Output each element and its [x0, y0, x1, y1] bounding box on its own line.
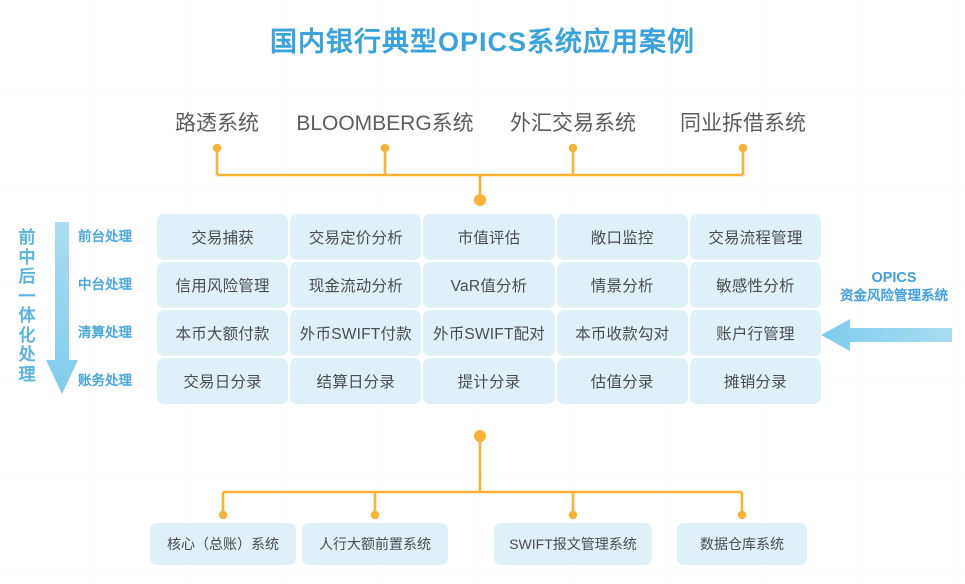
module-cell[interactable]: 本币收款勾对 [556, 310, 688, 356]
module-cell[interactable]: VaR值分析 [423, 262, 555, 308]
module-cell[interactable]: 情景分析 [556, 262, 688, 308]
vertical-char-6: 化 [18, 325, 36, 345]
grid-row-front-office: 交易捕获 交易定价分析 市值评估 敞口监控 交易流程管理 [157, 214, 822, 260]
bottom-system-box[interactable]: 核心（总账）系统 [150, 523, 296, 565]
bottom-system-box[interactable]: 数据仓库系统 [677, 523, 807, 565]
module-cell[interactable]: 估值分录 [556, 358, 688, 404]
down-arrow-icon [46, 222, 78, 394]
row-labels: 前台处理 中台处理 清算处理 账务处理 [78, 214, 150, 406]
module-cell[interactable]: 摊销分录 [689, 358, 822, 404]
row-label-front-office: 前台处理 [78, 229, 132, 244]
module-cell[interactable]: 交易流程管理 [689, 214, 822, 260]
module-cell[interactable]: 本币大额付款 [157, 310, 289, 356]
left-arrow-icon [821, 319, 952, 351]
grid-row-middle-office: 信用风险管理 现金流动分析 VaR值分析 情景分析 敏感性分析 [157, 262, 822, 308]
grid-row-accounting: 交易日分录 结算日分录 提计分录 估值分录 摊销分录 [157, 358, 822, 404]
row-label-accounting: 账务处理 [78, 373, 132, 388]
vertical-char-2: 中 [18, 247, 36, 267]
module-cell[interactable]: 账户行管理 [689, 310, 822, 356]
bottom-system-box[interactable]: 人行大额前置系统 [302, 523, 448, 565]
opics-annotation-line1: OPICS [871, 270, 917, 286]
module-cell[interactable]: 外币SWIFT配对 [423, 310, 555, 356]
opics-annotation-line2: 资金风险管理系统 [840, 288, 948, 303]
module-cell[interactable]: 交易定价分析 [290, 214, 422, 260]
module-cell[interactable]: 敏感性分析 [689, 262, 822, 308]
opics-annotation: OPICS 资金风险管理系统 [828, 270, 960, 304]
top-source-labels: 路透系统 BLOOMBERG系统 外汇交易系统 同业拆借系统 [150, 107, 830, 139]
module-cell[interactable]: 提计分录 [423, 358, 555, 404]
module-cell[interactable]: 外币SWIFT付款 [290, 310, 422, 356]
top-source-label-1: 路透系统 [175, 112, 259, 135]
module-cell[interactable]: 信用风险管理 [157, 262, 289, 308]
module-grid: 交易捕获 交易定价分析 市值评估 敞口监控 交易流程管理 信用风险管理 现金流动… [157, 214, 822, 406]
module-cell[interactable]: 交易捕获 [157, 214, 289, 260]
vertical-char-5: 体 [18, 306, 36, 325]
grid-row-settlement: 本币大额付款 外币SWIFT付款 外币SWIFT配对 本币收款勾对 账户行管理 [157, 310, 822, 356]
vertical-char-3: 后 [18, 267, 36, 286]
module-cell[interactable]: 市值评估 [423, 214, 555, 260]
module-cell[interactable]: 交易日分录 [157, 358, 289, 404]
top-source-label-3: 外汇交易系统 [510, 112, 636, 135]
left-axis-vertical-text: 前 中 后 一 体 化 处 理 [14, 228, 40, 384]
page-title: 国内银行典型OPICS系统应用案例 [269, 27, 696, 57]
module-cell[interactable]: 敞口监控 [556, 214, 688, 260]
row-label-settlement: 清算处理 [78, 325, 132, 340]
vertical-char-4: 一 [18, 286, 36, 306]
vertical-char-7: 处 [18, 345, 36, 364]
row-label-middle-office: 中台处理 [78, 277, 132, 292]
bottom-system-box[interactable]: SWIFT报文管理系统 [494, 523, 652, 565]
bottom-system-boxes: 核心（总账）系统 人行大额前置系统 SWIFT报文管理系统 数据仓库系统 [140, 523, 830, 565]
top-source-label-2: BLOOMBERG系统 [296, 112, 474, 135]
vertical-char-8: 理 [18, 364, 36, 384]
module-cell[interactable]: 结算日分录 [290, 358, 422, 404]
module-cell[interactable]: 现金流动分析 [290, 262, 422, 308]
top-source-label-4: 同业拆借系统 [680, 112, 806, 135]
vertical-char-1: 前 [18, 228, 36, 247]
